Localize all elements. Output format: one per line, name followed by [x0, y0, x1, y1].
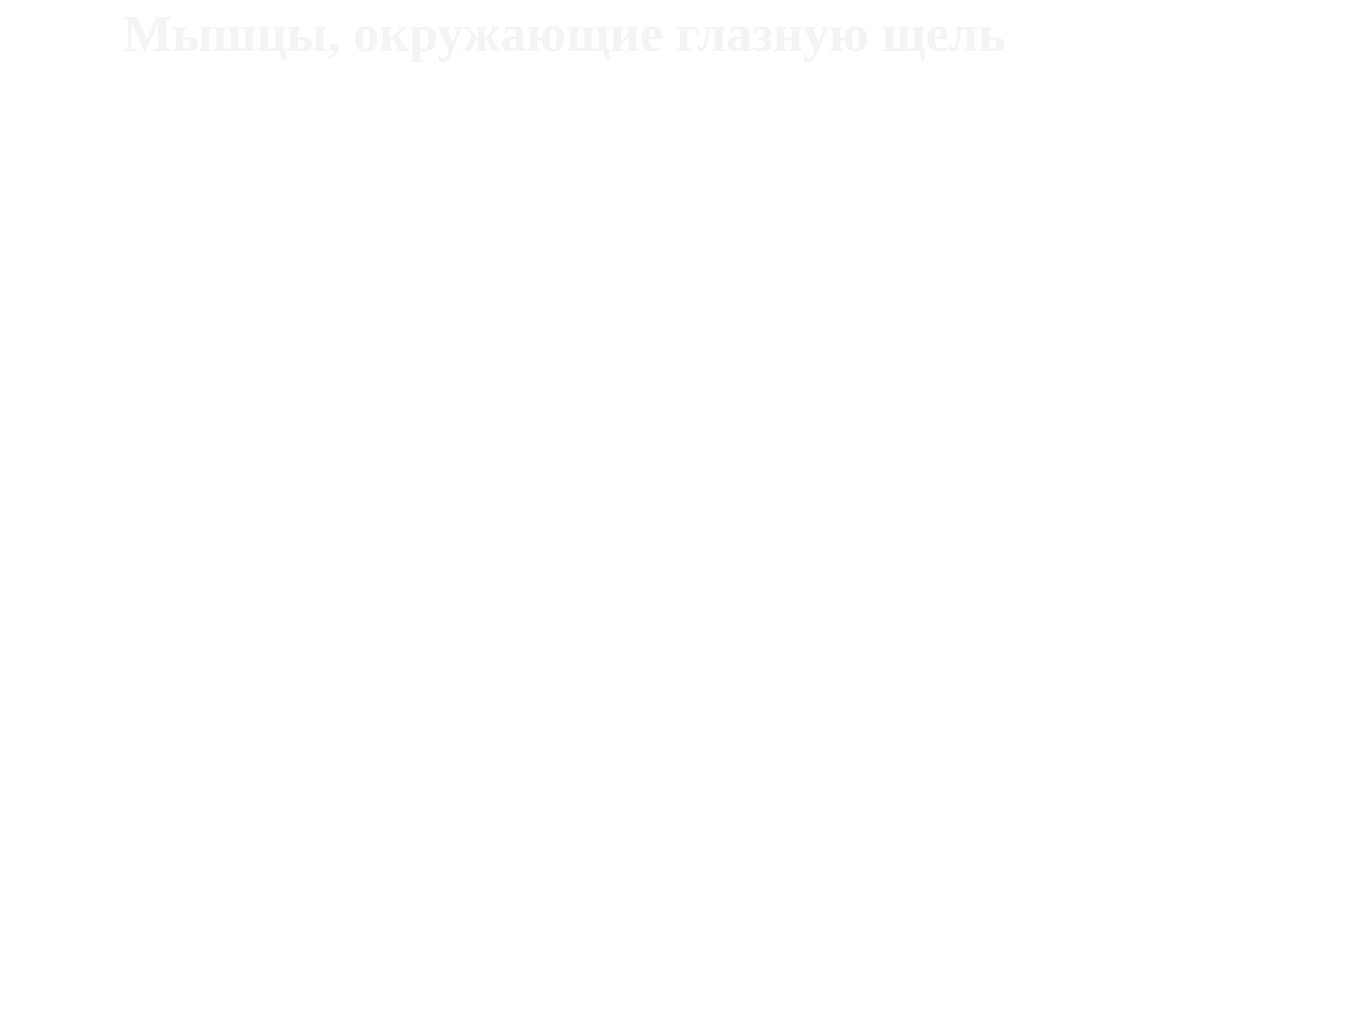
slide-title: Мышцы, окружающие глазную щель	[123, 6, 1006, 63]
